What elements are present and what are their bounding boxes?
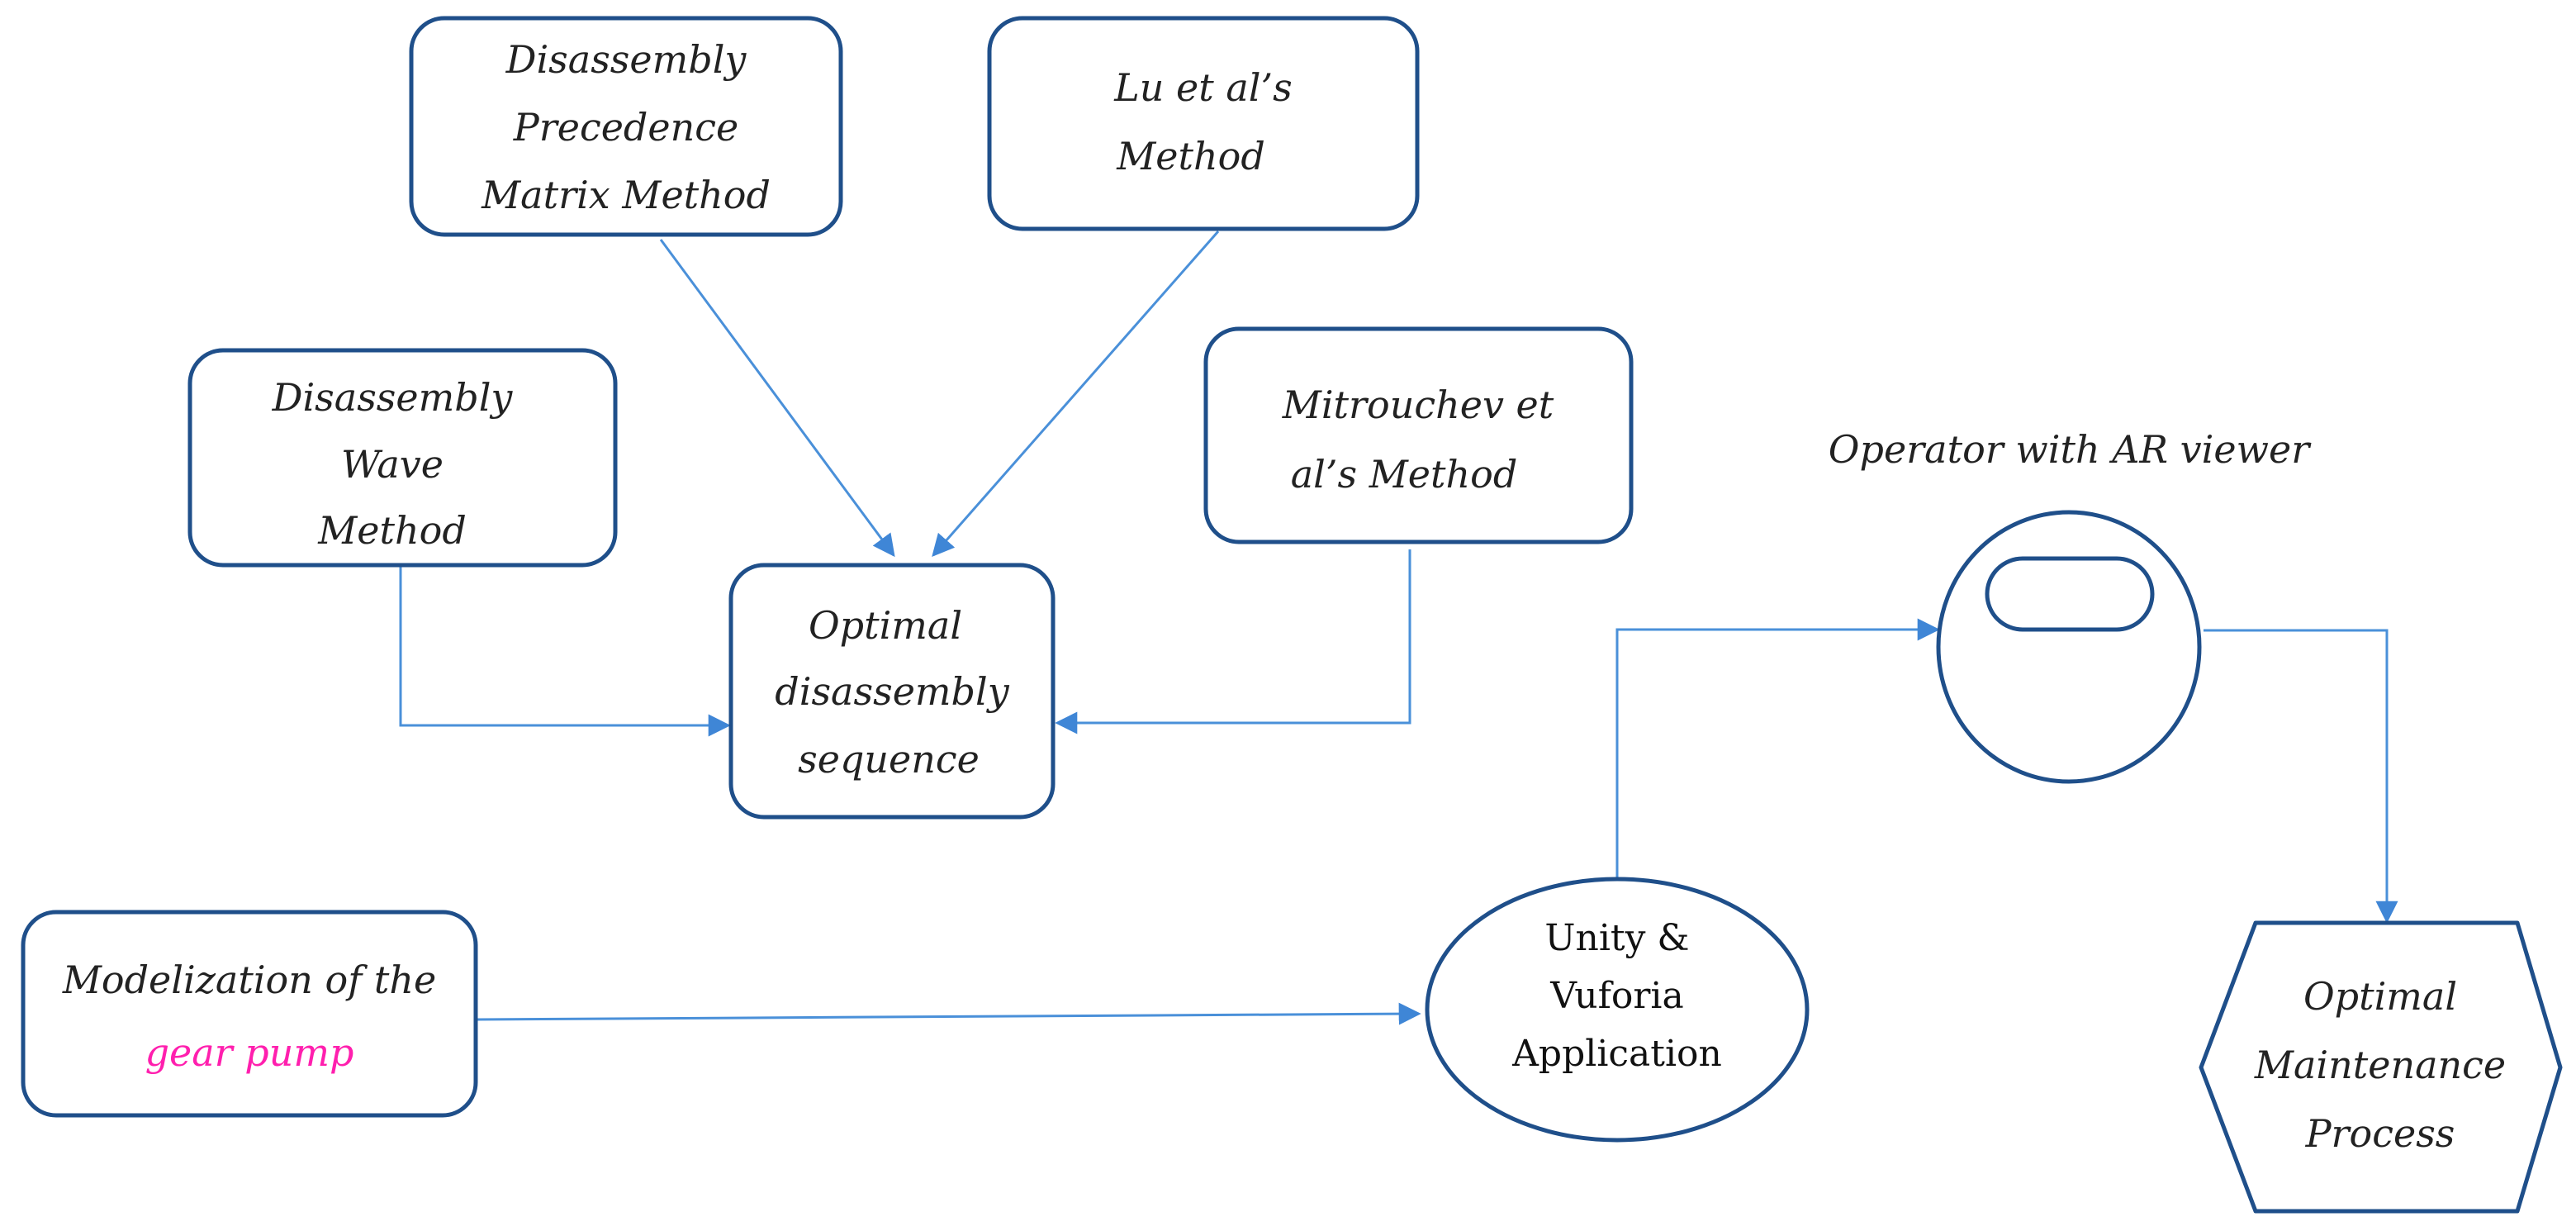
- node-label: Wave: [341, 442, 444, 487]
- node-lu-method: Lu et al’s Method: [987, 16, 1420, 231]
- arrow-modelization-to-unity: [477, 1002, 1421, 1025]
- node-unity-vuforia: Unity & Vuforia Application: [1425, 877, 1810, 1143]
- ar-viewer-icon: [1985, 556, 2155, 632]
- operator-head-icon: [1936, 510, 2202, 784]
- node-label: Disassembly: [272, 375, 514, 420]
- node-label: Method: [317, 508, 467, 553]
- node-label: Application: [1511, 1033, 1722, 1075]
- node-label: Maintenance: [2254, 1043, 2506, 1087]
- node-disassembly-precedence-matrix: Disassembly Precedence Matrix Method: [409, 16, 843, 237]
- node-label: disassembly: [775, 669, 1009, 714]
- arrow-unity-to-operator: [1615, 618, 1940, 882]
- node-disassembly-wave: Disassembly Wave Method: [187, 348, 618, 568]
- arrow-operator-to-maintenance: [2204, 629, 2398, 924]
- node-label: Lu et al’s: [1113, 65, 1293, 110]
- node-label: Modelization of the: [62, 958, 436, 1002]
- node-label: Optimal: [809, 603, 962, 648]
- gear-pump-highlight: gear pump: [145, 1030, 354, 1075]
- node-label: al’s Method: [1291, 452, 1518, 497]
- node-label: Optimal: [2303, 974, 2457, 1019]
- arrow-lu-to-sequence: [932, 231, 1220, 558]
- node-label: Unity &: [1544, 917, 1689, 959]
- node-label: Process: [2305, 1111, 2455, 1156]
- node-label: Mitrouchev et: [1282, 383, 1554, 427]
- node-label: Precedence: [513, 105, 738, 150]
- arrow-wave-to-sequence: [399, 566, 731, 737]
- arrow-mitrouchev-to-sequence: [1055, 549, 1411, 734]
- node-label: Disassembly: [505, 37, 747, 82]
- node-label: sequence: [798, 737, 980, 782]
- node-label: Vuforia: [1549, 975, 1683, 1017]
- operator-label: Operator with AR viewer: [1829, 427, 2312, 472]
- node-mitrouchev-method: Mitrouchev et al’s Method: [1203, 326, 1634, 544]
- connectors: [399, 231, 2398, 1025]
- node-label: Method: [1116, 134, 1265, 178]
- node-optimal-disassembly-sequence: Optimal disassembly sequence: [728, 563, 1056, 820]
- node-optimal-maintenance-process: Optimal Maintenance Process: [2199, 920, 2563, 1214]
- node-operator-ar-viewer: Operator with AR viewer: [1829, 427, 2312, 784]
- node-modelization-gear-pump: Modelization of the gear pump: [21, 910, 478, 1118]
- arrow-dpm-to-sequence: [659, 239, 895, 558]
- node-label: Matrix Method: [481, 173, 771, 217]
